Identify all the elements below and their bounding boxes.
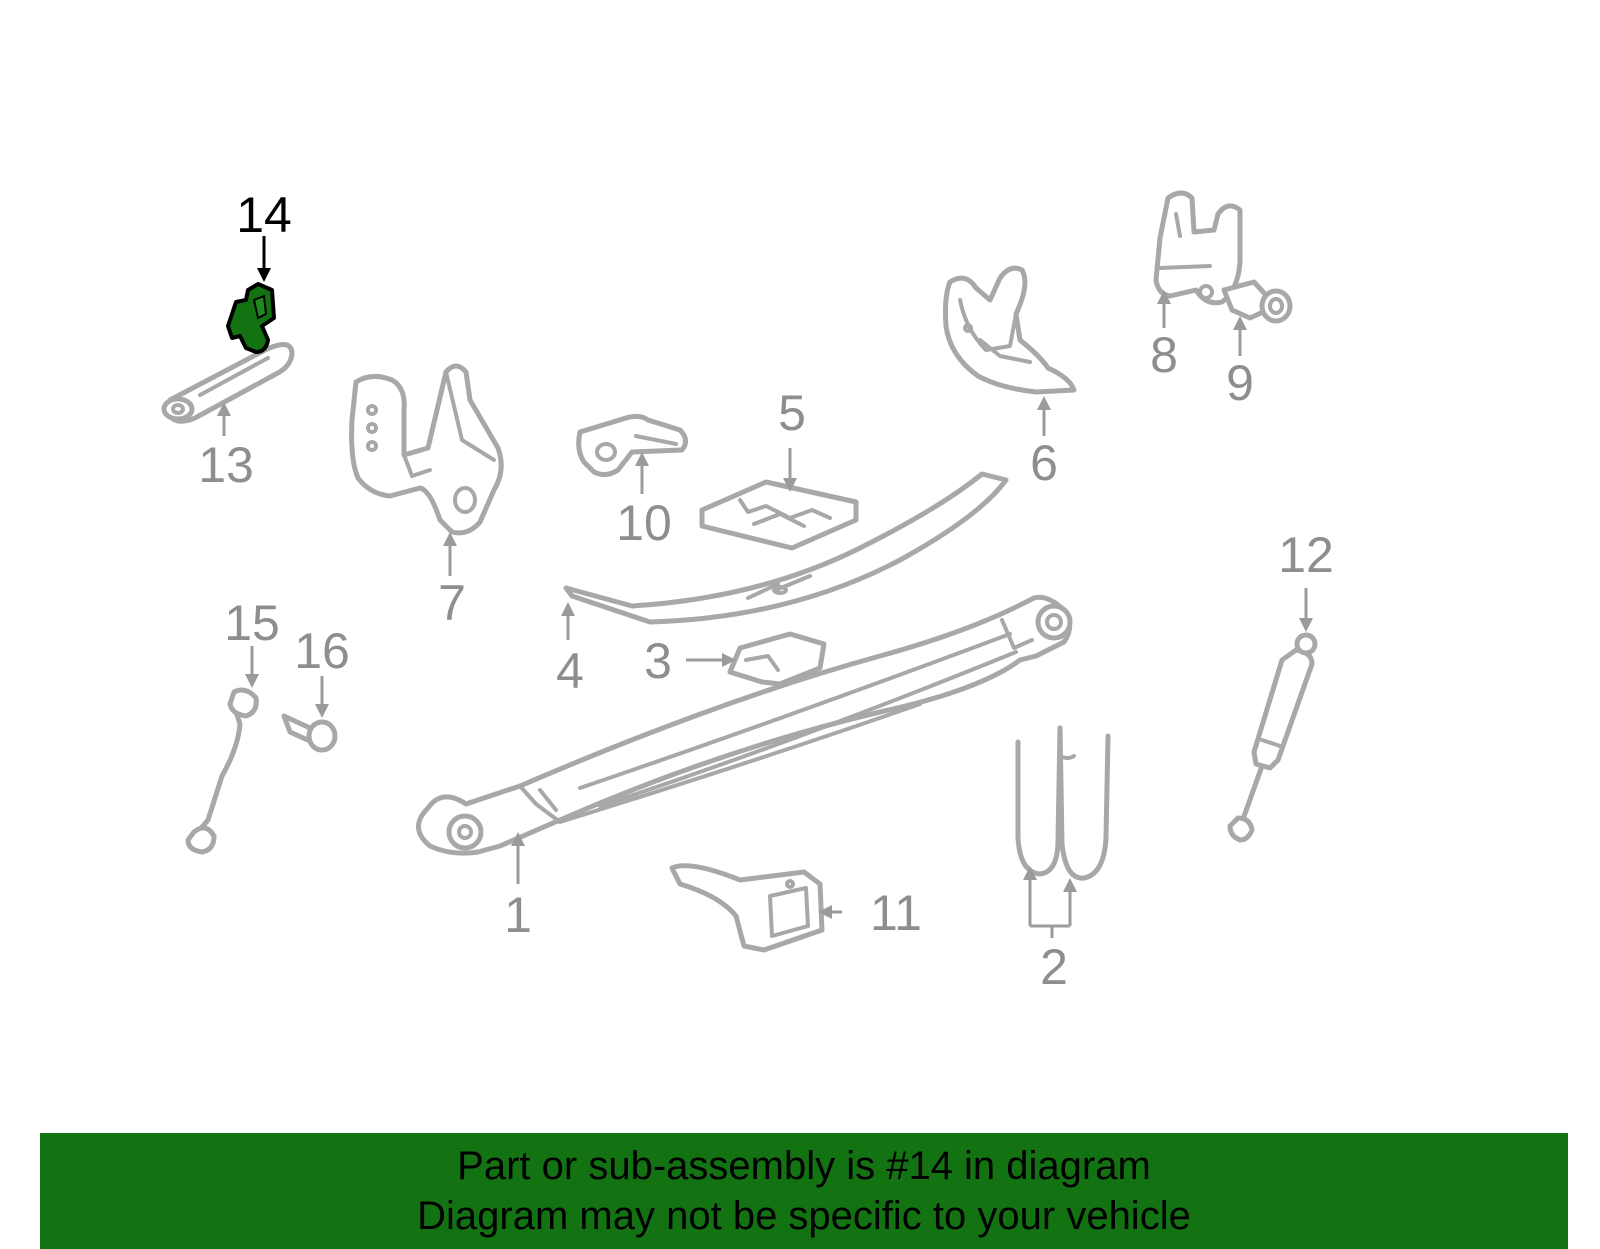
part-5-spring-seat[interactable] — [699, 479, 859, 551]
part-9-bushing[interactable] — [1221, 279, 1293, 324]
part-6-spring-hanger[interactable] — [943, 265, 1077, 395]
part-4-leaf-spring[interactable] — [563, 471, 1009, 625]
part-3-spacer[interactable] — [727, 631, 827, 687]
part-8-shackle[interactable] — [1153, 190, 1243, 306]
part-info-banner: Part or sub-assembly is #14 in diagram D… — [40, 1133, 1568, 1249]
part-13-stabilizer-bar[interactable] — [161, 342, 295, 424]
callout-11: 11 — [870, 885, 922, 941]
callout-1: 1 — [504, 887, 532, 943]
banner-line-disclaimer: Diagram may not be specific to your vehi… — [417, 1194, 1191, 1238]
callout-3: 3 — [644, 633, 672, 689]
callout-15: 15 — [224, 595, 280, 651]
callout-10: 10 — [616, 495, 672, 551]
callout-4: 4 — [556, 643, 584, 699]
banner-line-part-number: Part or sub-assembly is #14 in diagram — [457, 1144, 1151, 1188]
callout-16: 16 — [294, 623, 350, 679]
part-11-bump-stop[interactable] — [669, 863, 825, 953]
leader-lines — [217, 236, 1313, 938]
callout-8: 8 — [1150, 327, 1178, 383]
callout-6: 6 — [1030, 435, 1058, 491]
callout-labels: 1 2 3 4 5 6 7 8 9 10 11 12 13 14 15 16 — [198, 187, 1334, 995]
part-15-stabilizer-link[interactable] — [185, 687, 259, 855]
callout-9: 9 — [1226, 355, 1254, 411]
callout-12: 12 — [1278, 527, 1334, 583]
part-10-bracket[interactable] — [576, 413, 688, 478]
callout-5: 5 — [778, 385, 806, 441]
part-2-u-bolts[interactable] — [1015, 725, 1111, 881]
part-16-bolt[interactable] — [281, 713, 338, 753]
callout-7: 7 — [438, 575, 466, 631]
part-12-shock-absorber[interactable] — [1227, 632, 1318, 843]
callout-2: 2 — [1040, 939, 1068, 995]
part-1-leaf-spring-assembly[interactable] — [416, 594, 1073, 856]
callout-13: 13 — [198, 437, 254, 493]
part-7-hanger-bracket[interactable] — [349, 363, 504, 536]
part-14-bracket-highlighted[interactable] — [226, 282, 276, 354]
callout-14: 14 — [236, 187, 292, 243]
